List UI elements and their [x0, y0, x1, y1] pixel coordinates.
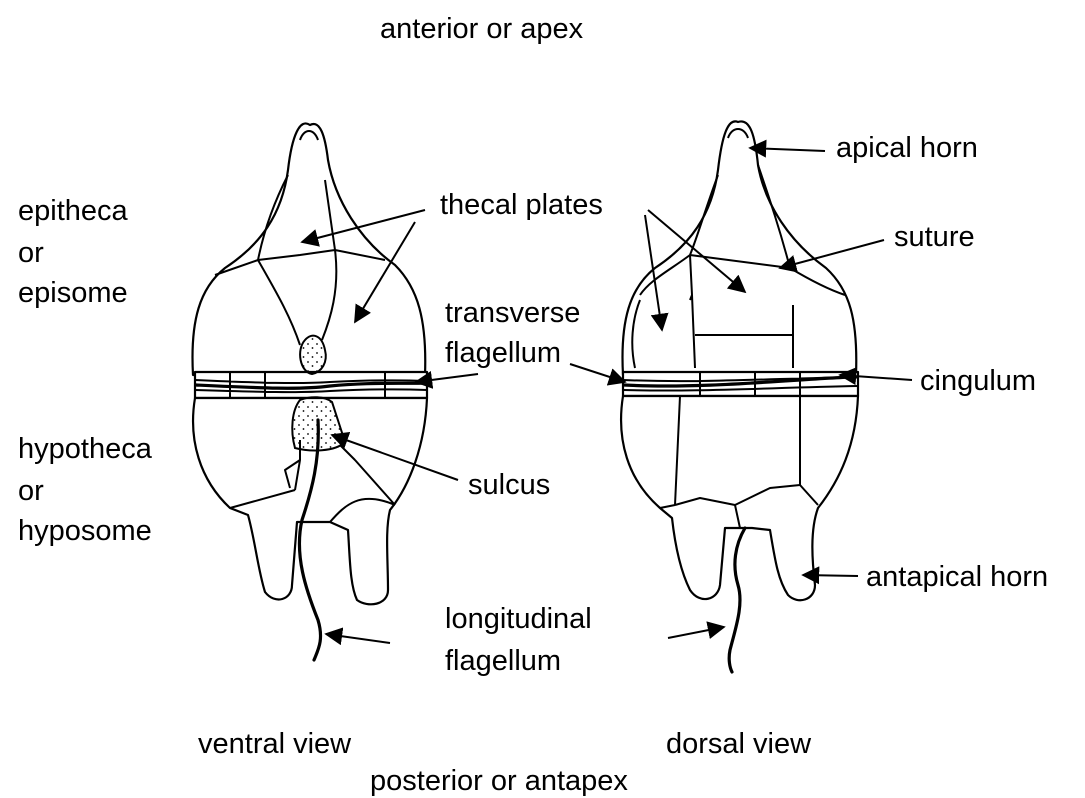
label-hypotheca: hypotheca — [18, 433, 153, 465]
label-hyposome: hyposome — [18, 515, 152, 547]
label-suture: suture — [894, 221, 975, 253]
dorsal-hypotheca-outline — [621, 396, 858, 600]
ventral-cell — [192, 123, 427, 660]
label-dorsal-view: dorsal view — [666, 728, 812, 760]
label-anterior: anterior or apex — [380, 13, 584, 45]
arrow-antapical-horn — [803, 575, 858, 576]
arrow-transverse-right — [570, 364, 625, 382]
arrow-longitudinal-left — [326, 634, 390, 643]
label-episome: episome — [18, 277, 128, 309]
label-epitheca-or: or — [18, 237, 44, 269]
dorsal-epitheca-outline — [622, 121, 856, 375]
dorsal-longitudinal-flagellum — [729, 528, 745, 672]
label-apical-horn: apical horn — [836, 132, 978, 164]
label-thecal-plates: thecal plates — [440, 189, 603, 221]
arrow-longitudinal-right — [668, 627, 724, 638]
label-sulcus: sulcus — [468, 469, 550, 501]
dorsal-cell — [621, 121, 858, 672]
label-ventral-view: ventral view — [198, 728, 352, 760]
label-transverse: transverse — [445, 297, 580, 329]
label-epitheca: epitheca — [18, 195, 129, 227]
label-transverse-flagellum: flagellum — [445, 337, 561, 369]
arrow-apical-horn — [750, 148, 825, 151]
label-antapical-horn: antapical horn — [866, 561, 1048, 593]
label-longitudinal-flagellum: flagellum — [445, 645, 561, 677]
label-hypotheca-or: or — [18, 475, 44, 507]
label-longitudinal: longitudinal — [445, 603, 592, 635]
label-cingulum: cingulum — [920, 365, 1036, 397]
ventral-sulcus-upper — [300, 336, 326, 374]
labels: anterior or apex epitheca or episome hyp… — [18, 13, 1048, 797]
label-posterior: posterior or antapex — [370, 765, 628, 797]
